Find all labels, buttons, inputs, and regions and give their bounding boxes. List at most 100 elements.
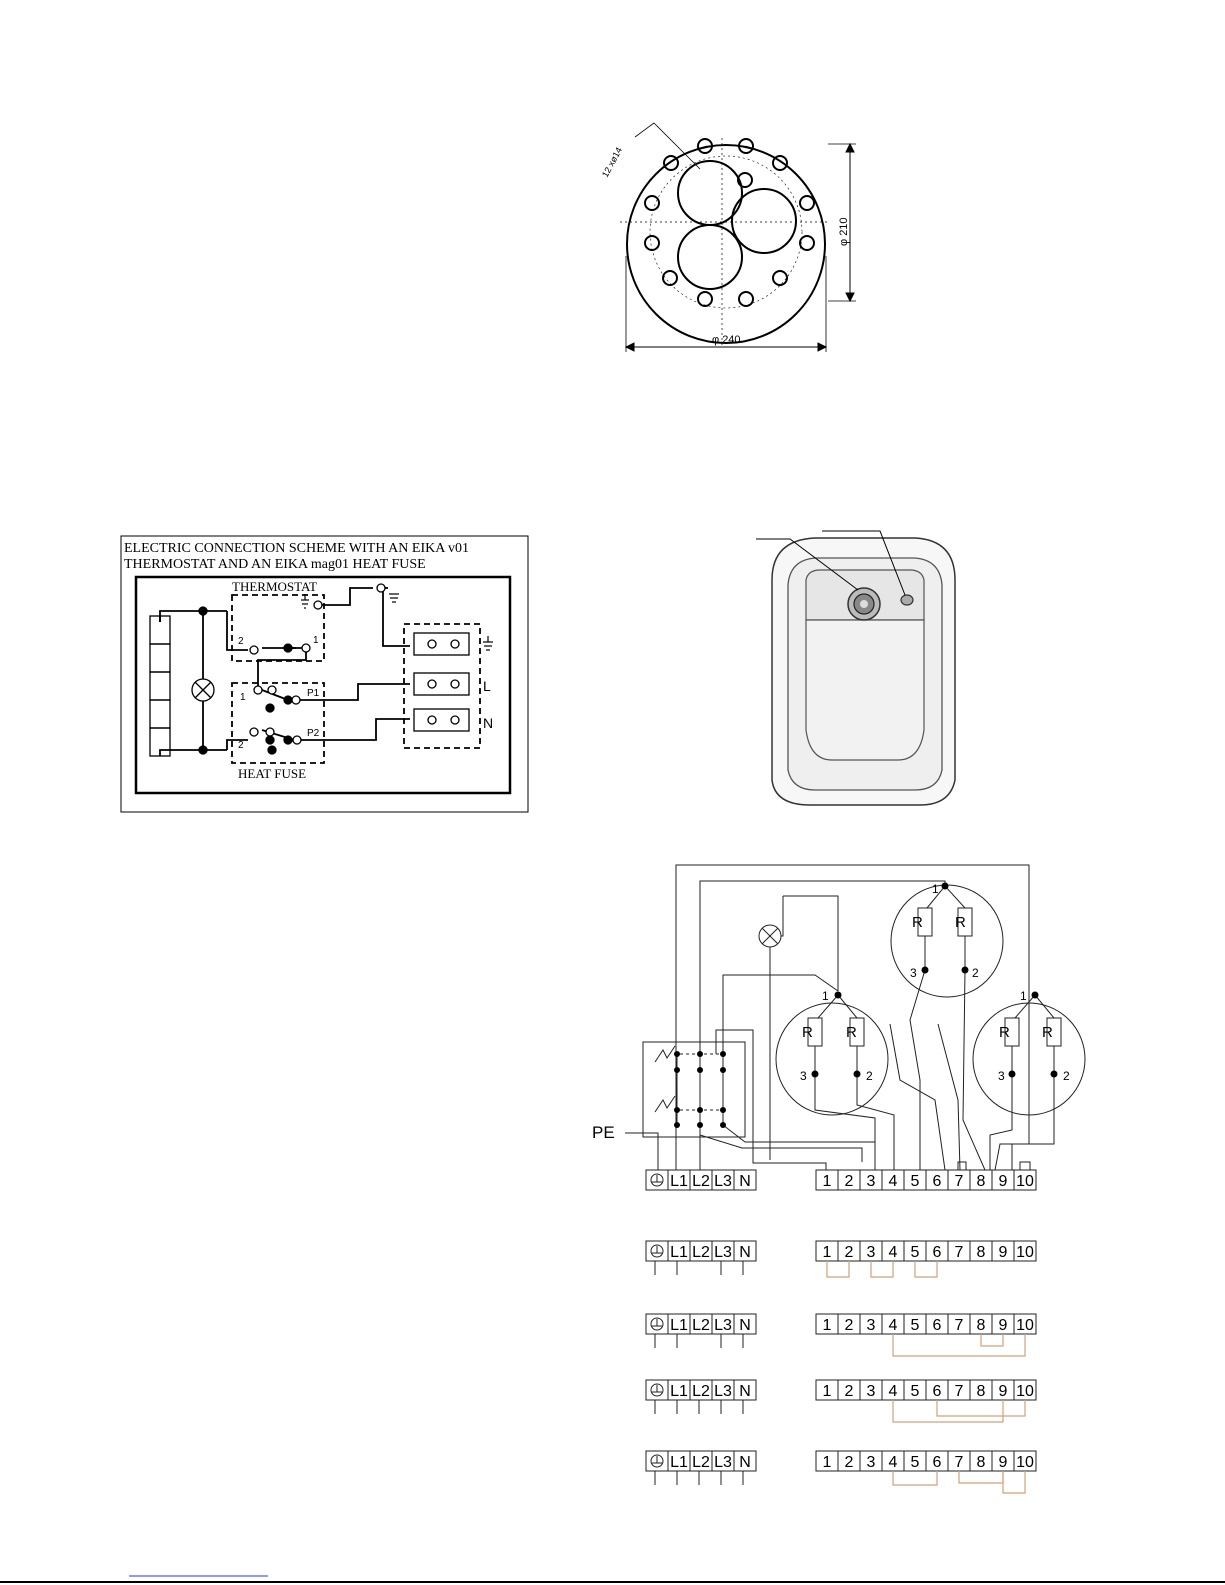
- terminal-bridge: [892, 1334, 1026, 1357]
- terminal-cell: [1013, 1240, 1037, 1262]
- terminal-number: 6: [933, 1317, 942, 1334]
- terminal-number: 3: [867, 1317, 876, 1334]
- terminal-number: 2: [845, 1454, 854, 1471]
- terminal-number: 6: [933, 1244, 942, 1261]
- terminal-number: 8: [977, 1173, 986, 1190]
- earth-icon: [650, 1244, 664, 1258]
- terminal-label: L1: [670, 1383, 688, 1400]
- terminal-cell: [733, 1379, 757, 1401]
- terminal-number: 9: [999, 1244, 1008, 1261]
- terminal-number: 1: [823, 1244, 832, 1261]
- terminal-number: 5: [911, 1454, 920, 1471]
- terminal-bridge: [1002, 1471, 1026, 1494]
- scheme-title-line2: THERMOSTAT AND AN EIKA mag01 HEAT FUSE: [124, 557, 426, 572]
- terminal-cell: [733, 1450, 757, 1472]
- terminal-number: 8: [977, 1383, 986, 1400]
- terminal-number: 3: [867, 1244, 876, 1261]
- element1-r-right: R: [846, 1024, 857, 1041]
- terminal-number: 8: [977, 1317, 986, 1334]
- terminal-number: 3: [867, 1173, 876, 1190]
- terminal-number: 4: [889, 1173, 898, 1190]
- element2-pin-1: 1: [932, 882, 939, 896]
- line-label: L: [483, 678, 491, 694]
- terminal-label: N: [739, 1244, 751, 1261]
- terminal-number: 1: [823, 1383, 832, 1400]
- terminal-number: 6: [933, 1454, 942, 1471]
- terminal-label: L3: [714, 1454, 732, 1471]
- earth-icon: [650, 1173, 664, 1187]
- terminal-number: 8: [977, 1244, 986, 1261]
- terminal-label: L2: [692, 1454, 710, 1471]
- terminal-number: 9: [999, 1317, 1008, 1334]
- terminal-number: 4: [889, 1317, 898, 1334]
- terminal-bridge: [826, 1261, 850, 1278]
- terminal-number: 1: [823, 1317, 832, 1334]
- terminal-number: 6: [933, 1383, 942, 1400]
- terminal-number: 8: [977, 1454, 986, 1471]
- heat-fuse-label: HEAT FUSE: [238, 766, 306, 781]
- terminal-number: 5: [911, 1173, 920, 1190]
- element2-pin-2: 2: [972, 966, 979, 980]
- terminal-number: 4: [889, 1454, 898, 1471]
- terminal-label: L1: [670, 1454, 688, 1471]
- terminal-number: 10: [1016, 1244, 1034, 1261]
- terminal-label: L2: [692, 1383, 710, 1400]
- terminal-number: 2: [845, 1173, 854, 1190]
- terminal-number: 9: [999, 1454, 1008, 1471]
- thermostat-pin-2: 2: [238, 636, 244, 647]
- terminal-bridge: [936, 1400, 1026, 1417]
- terminal-bridge: [914, 1261, 938, 1278]
- terminal-number: 10: [1016, 1454, 1034, 1471]
- terminal-number: 2: [845, 1244, 854, 1261]
- terminal-label: L1: [670, 1173, 688, 1190]
- element2-r-left: R: [912, 914, 923, 931]
- fuse-pin-2: 2: [238, 740, 244, 751]
- terminal-label: L1: [670, 1317, 688, 1334]
- boiler-front-view: [756, 530, 956, 806]
- terminal-label: N: [739, 1173, 751, 1190]
- terminal-number: 3: [867, 1454, 876, 1471]
- terminal-label: L2: [692, 1317, 710, 1334]
- terminal-number: 7: [955, 1383, 964, 1400]
- terminal-cell: [1013, 1169, 1037, 1191]
- element3-r-right: R: [1042, 1024, 1053, 1041]
- terminal-number: 9: [999, 1173, 1008, 1190]
- terminal-number: 3: [867, 1383, 876, 1400]
- fuse-pin-1: 1: [240, 692, 246, 703]
- element3-pin-2: 2: [1063, 1069, 1070, 1083]
- terminal-cell: [733, 1313, 757, 1335]
- terminal-label: N: [739, 1383, 751, 1400]
- terminal-number: 7: [955, 1454, 964, 1471]
- element2-r-right: R: [955, 914, 966, 931]
- flange-outer-diameter: φ 240: [712, 334, 741, 346]
- element3-pin-1: 1: [1020, 989, 1027, 1003]
- terminal-number: 10: [1016, 1317, 1034, 1334]
- terminal-label: N: [739, 1317, 751, 1334]
- element2-pin-3: 3: [910, 966, 917, 980]
- element1-r-left: R: [802, 1024, 813, 1041]
- terminal-bridge: [892, 1400, 1004, 1423]
- scheme-title-line1: ELECTRIC CONNECTION SCHEME WITH AN EIKA …: [124, 541, 469, 556]
- terminal-number: 5: [911, 1383, 920, 1400]
- terminal-label: L3: [714, 1244, 732, 1261]
- element1-pin-1: 1: [822, 989, 829, 1003]
- terminal-cell: [733, 1240, 757, 1262]
- terminal-bridge: [892, 1471, 938, 1486]
- terminal-bridge: [870, 1261, 894, 1278]
- wiring-junctions: [674, 882, 1058, 1128]
- earth-icon: [650, 1383, 664, 1397]
- pe-label: PE: [592, 1123, 615, 1142]
- neutral-label: N: [483, 715, 493, 731]
- terminal-number: 7: [955, 1244, 964, 1261]
- connection-scheme: ELECTRIC CONNECTION SCHEME WITH AN EIKA …: [120, 535, 529, 813]
- terminal-bridge: [958, 1471, 1004, 1484]
- flange-holes-label: 12 xø14: [600, 146, 624, 179]
- terminal-number: 6: [933, 1173, 942, 1190]
- terminal-label: L3: [714, 1317, 732, 1334]
